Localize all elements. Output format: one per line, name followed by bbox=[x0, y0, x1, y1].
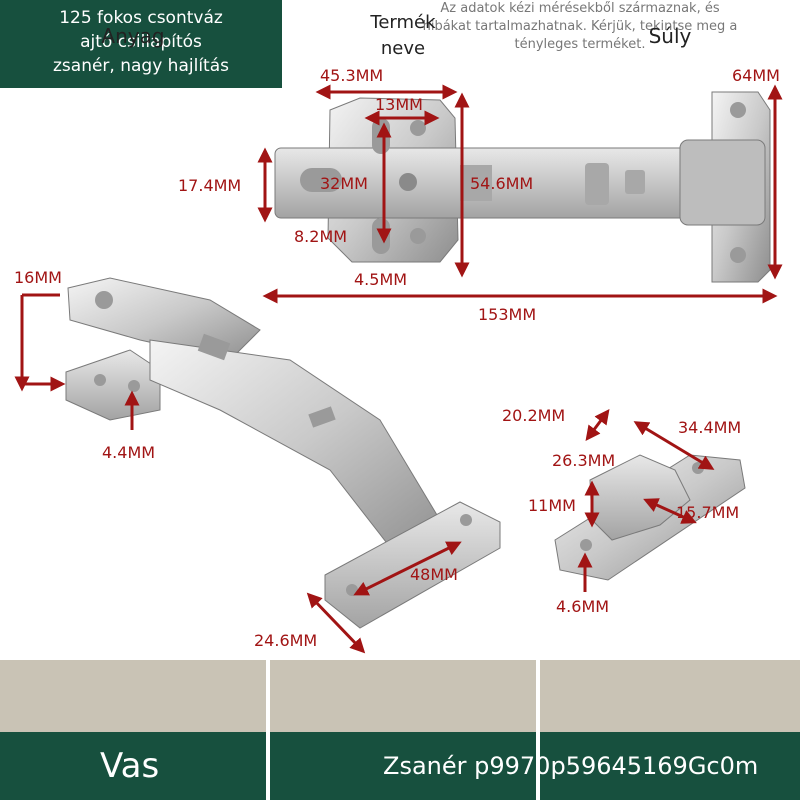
dim-label-4-5: 4.5MM bbox=[354, 270, 408, 289]
value-weight bbox=[640, 732, 790, 800]
dim-label-8-2: 8.2MM bbox=[294, 227, 348, 246]
value-material: Vas bbox=[100, 746, 160, 786]
dim-label-54-6: 54.6MM bbox=[470, 174, 534, 193]
table-divider-2 bbox=[536, 660, 540, 800]
header-weight: Súly bbox=[648, 24, 692, 48]
dimension-lines bbox=[14, 84, 783, 654]
dim-label-11: 11MM bbox=[528, 496, 576, 515]
note-line-1: Az adatok kézi mérésekből származnak, és bbox=[440, 1, 720, 16]
dim-label-24-6: 24.6MM bbox=[254, 631, 318, 650]
dim-label-48: 48MM bbox=[410, 565, 458, 584]
dim-label-153: 153MM bbox=[478, 305, 537, 324]
spec-table-body bbox=[0, 732, 800, 800]
value-product-name: Zsanér p9970p59645169Gc0m bbox=[383, 752, 759, 780]
dim-label-13: 13MM bbox=[375, 95, 423, 114]
note-line-3: tényleges terméket. bbox=[514, 37, 646, 52]
title-line-1: 125 fokos csontváz bbox=[59, 8, 223, 28]
dim-label-4-4: 4.4MM bbox=[102, 443, 156, 462]
dim-label-34-4: 34.4MM bbox=[678, 418, 742, 437]
header-product-name: Termék neve bbox=[370, 12, 436, 59]
table-divider-1 bbox=[266, 660, 270, 800]
title-box: 125 fokos csontváz ajtó csillapítós zsan… bbox=[0, 0, 282, 88]
spec-table-header bbox=[0, 660, 800, 732]
dim-label-26-3: 26.3MM bbox=[552, 451, 616, 470]
disclaimer-note: Az adatok kézi mérésekből származnak, és… bbox=[380, 0, 780, 54]
dim-label-17-4: 17.4MM bbox=[178, 176, 242, 195]
note-line-2: hibákat tartalmazhatnak. Kérjük, tekints… bbox=[422, 19, 738, 34]
dim-label-64: 64MM bbox=[732, 66, 780, 85]
title-line-3: zsanér, nagy hajlítás bbox=[53, 56, 229, 76]
top-hinge-image bbox=[274, 91, 771, 283]
dim-label-4-6: 4.6MM bbox=[556, 597, 610, 616]
hinge-illustration bbox=[14, 84, 783, 654]
dim-label-45-3: 45.3MM bbox=[320, 66, 384, 85]
title-line-2: ajtó csillapítós bbox=[80, 32, 202, 52]
dim-label-20-2: 20.2MM bbox=[502, 406, 566, 425]
dim-label-32: 32MM bbox=[320, 174, 368, 193]
header-material: Anyag bbox=[101, 24, 165, 48]
dim-label-16: 16MM bbox=[14, 268, 62, 287]
dim-label-15-7: 15.7MM bbox=[676, 503, 740, 522]
